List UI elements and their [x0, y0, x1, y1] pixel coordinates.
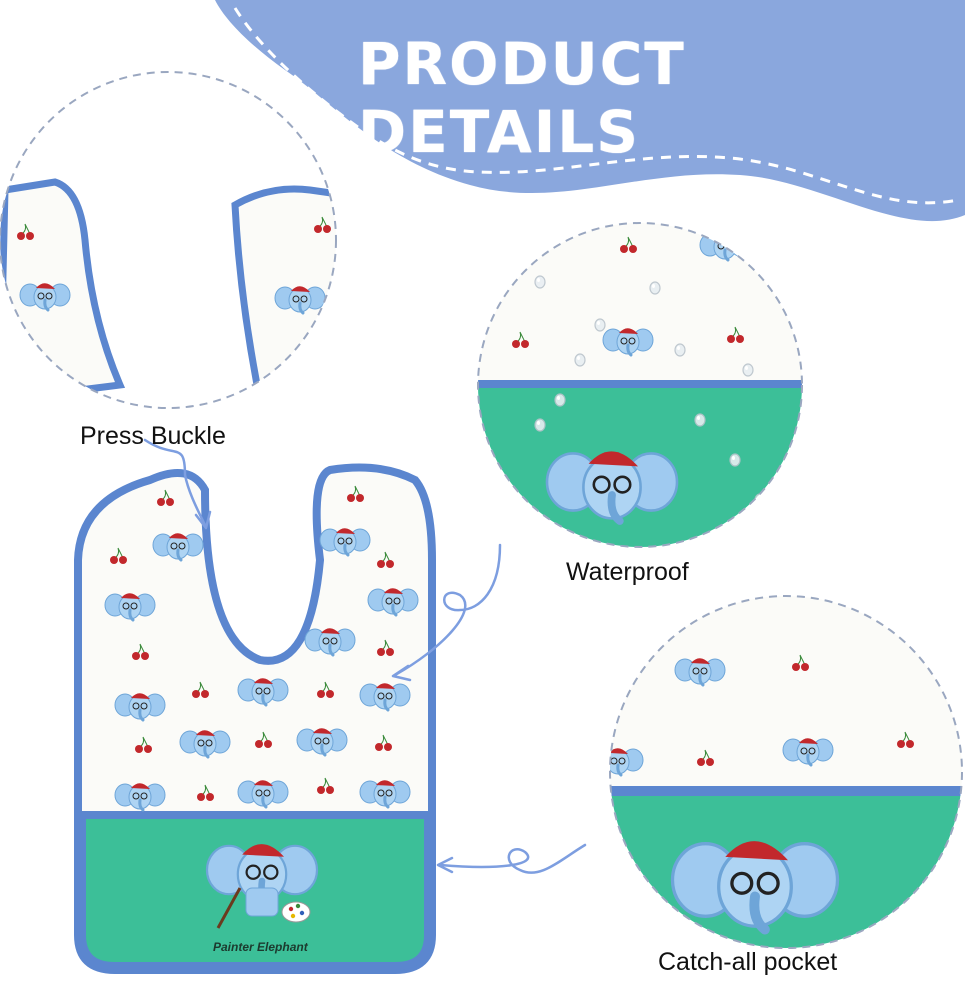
elephant-icon: [236, 778, 290, 809]
elephant-icon: [273, 284, 327, 315]
bib-product: [74, 463, 436, 974]
elephant-icon: [610, 746, 645, 777]
elephant-icon: [178, 728, 232, 759]
elephant-icon: [781, 736, 835, 767]
elephant-icon: [113, 781, 167, 812]
elephant-icon: [547, 451, 677, 521]
elephant-icon: [236, 676, 290, 707]
elephant-icon: [673, 841, 838, 929]
elephant-icon: [358, 778, 412, 809]
elephant-icon: [151, 531, 205, 562]
elephant-icon: [103, 591, 157, 622]
feature-label-waterproof: Waterproof: [566, 558, 689, 586]
elephant-icon: [318, 526, 372, 557]
feature-label-catch-all-pocket: Catch-all pocket: [658, 948, 838, 976]
elephant-icon: [303, 626, 357, 657]
press-buckle-detail: [0, 71, 337, 409]
elephant-icon: [358, 681, 412, 712]
feature-label-press-buckle: Press Buckle: [80, 422, 226, 450]
page-title: PRODUCT DETAILS: [358, 30, 686, 166]
elephant-icon: [366, 586, 420, 617]
paintbrush-icon: [216, 887, 242, 929]
elephant-icon: [673, 656, 727, 687]
header-banner: [215, 0, 965, 222]
elephant-icon: [113, 691, 167, 722]
arrow-icon: [143, 438, 587, 874]
elephant-icon: [601, 326, 655, 357]
waterproof-detail: [477, 222, 803, 548]
elephant-icon: [18, 281, 72, 312]
palette-icon: [281, 901, 311, 923]
elephant-icon: [295, 726, 349, 757]
pocket-detail: [609, 595, 963, 949]
bib-brand-text: Painter Elephant: [213, 940, 308, 954]
